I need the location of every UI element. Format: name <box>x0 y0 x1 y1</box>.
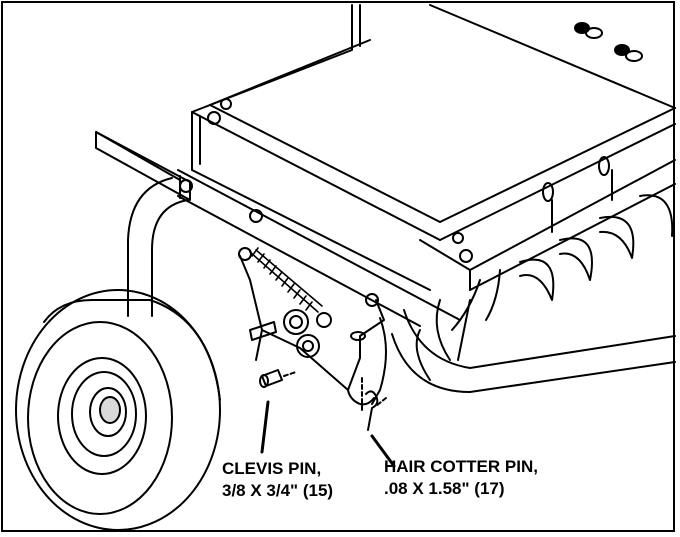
bolt-head-icon <box>238 247 252 261</box>
wheel <box>15 289 221 531</box>
bolt-head-icon <box>316 312 332 328</box>
tension-spring <box>249 247 323 313</box>
hitch-bracket <box>238 247 387 406</box>
bolt-head-icon <box>207 111 221 125</box>
bolt-head-icon <box>220 98 232 110</box>
transport-frame-tube <box>95 131 676 393</box>
hair-cotter-pin-spec: .08 X 1.58" (17) <box>384 479 505 498</box>
bolt-head-icon <box>179 179 193 193</box>
bolt-head-icon <box>452 232 464 244</box>
clevis-pin-callout: CLEVIS PIN, 3/8 X 3/4" (15) <box>222 458 333 502</box>
loose-hardware <box>574 22 643 62</box>
bolt-head-icon <box>249 209 263 223</box>
hair-cotter-pin-name: HAIR COTTER PIN, <box>384 457 538 476</box>
bolt-head-icon <box>365 293 379 307</box>
hair-cotter-pin-part <box>361 377 396 468</box>
clevis-pin-name: CLEVIS PIN, <box>222 459 322 478</box>
clevis-pin-spec: 3/8 X 3/4" (15) <box>222 481 334 500</box>
bolt-head-icon <box>459 249 473 263</box>
weight-tray <box>191 4 676 291</box>
clevis-pin-part <box>259 369 297 454</box>
tine-assembly <box>415 156 674 381</box>
hair-cotter-pin-callout: HAIR COTTER PIN, .08 X 1.58" (17) <box>384 456 538 500</box>
